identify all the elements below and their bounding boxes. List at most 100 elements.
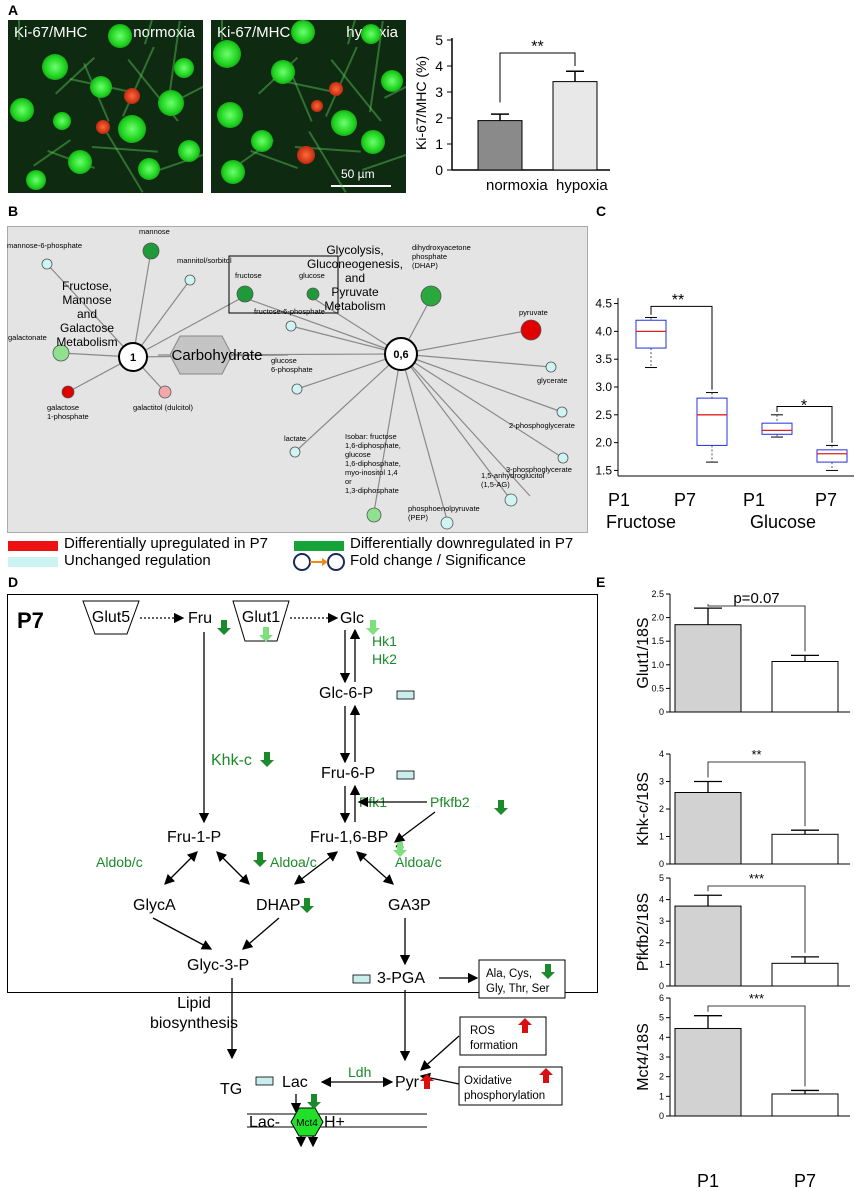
lac-export-label: Lac- [249, 1114, 280, 1131]
label-3-phosphoglycerate: 3-phosphoglycerate [506, 465, 572, 474]
dhap-to-glyc3p-arrow [242, 917, 280, 950]
mhc-cell [42, 54, 68, 80]
enzyme-khk-c: Khk-c [211, 752, 252, 769]
enzyme-hk1: Hk1 [372, 633, 397, 649]
label-mannose-6-phosphate: mannose-6-phosphate [7, 241, 82, 250]
label-pep: phosphoenolpyruvate [408, 504, 480, 513]
sig-label: p=0.07 [733, 590, 779, 607]
sig-label: *** [749, 991, 764, 1006]
sig-label: ** [751, 747, 761, 762]
label-pyruvate: pyruvate [519, 308, 548, 317]
label-galactose-1-phosphate: 1-phosphate [47, 412, 89, 421]
lac-unchanged-icon [255, 1076, 274, 1086]
hub-label: 0,6 [393, 349, 408, 361]
node-glyc-3-p: Glyc-3-P [187, 957, 249, 974]
fru16bp-dhap-arrow [293, 851, 339, 885]
network-edge [400, 353, 531, 497]
y-tick-label: 3.0 [595, 380, 612, 394]
ros-label: ROS [470, 1025, 495, 1037]
label-isobar: myo-inositol 1,4 [345, 468, 398, 477]
dhap-down-arrow-icon [300, 898, 314, 913]
micrograph-hypoxia: Ki-67/MHC hypoxia 50 µm [211, 20, 406, 193]
c-group-fructose: Fructose [606, 512, 677, 532]
legend-up: Differentially upregulated in P7 [64, 535, 269, 552]
node-3-phosphoglycerate [557, 452, 569, 464]
fructose-glucose-box [228, 255, 339, 314]
label-isobar: Isobar: fructose [345, 432, 397, 441]
y-tick-label: 0.5 [651, 683, 664, 693]
y-tick-label: 1.0 [651, 660, 664, 670]
y-tick-label: 2 [659, 1072, 664, 1082]
node-galactitol [158, 385, 172, 399]
y-tick-label: 5 [659, 1013, 664, 1023]
boxplot-chart: 1.52.02.53.03.54.04.5*** [595, 292, 854, 477]
node-mannose [142, 242, 160, 260]
sig-bracket-glucose [776, 405, 833, 443]
bar-P1 [674, 1027, 742, 1117]
bar-P7 [771, 833, 839, 865]
myofiber [122, 46, 155, 117]
legend-down-swatch [294, 541, 344, 551]
e-ylabel: Pfkfb2/18S [635, 893, 652, 971]
aa-down-arrow-icon [541, 964, 555, 979]
label-galactonate: galactonate [8, 333, 47, 342]
group-label-glycolysis: Gluconeogenesis, [307, 257, 403, 271]
label-lactate: lactate [284, 434, 306, 443]
c-group-glucose: Glucose [750, 512, 817, 532]
network-edge [46, 263, 134, 358]
e-x-label-p1: P1 [697, 1171, 719, 1191]
fru1p-glyca-arrow [164, 851, 198, 885]
pyr-up-arrow-icon [420, 1074, 434, 1089]
amino-acid-label: Ala, Cys, [486, 968, 532, 980]
y-tick-label: 3 [435, 84, 443, 100]
ros-to-pyr-arrow [420, 1035, 460, 1071]
khk-c-down-arrow-icon [260, 752, 274, 767]
legend-up-swatch [8, 541, 58, 551]
node-fru-1-p: Fru-1-P [167, 829, 221, 846]
mhc-cell [178, 140, 200, 162]
y-tick-label: 4 [435, 58, 443, 74]
group-label-fructose-metabolism: Mannose [62, 293, 112, 307]
node-dhap: DHAP [256, 897, 300, 914]
micrograph-normoxia: Ki-67/MHC normoxia [8, 20, 203, 193]
hub-glycolysis [384, 337, 418, 371]
y-tick-label: 2 [659, 938, 664, 948]
label-dhap: phosphate [412, 252, 447, 261]
node-3-pga: 3-PGA [377, 970, 425, 987]
fru16bp-ga3p-arrow [356, 851, 394, 885]
y-tick-label: 0 [659, 1111, 664, 1121]
glut5-transporter [82, 600, 140, 635]
carbohydrate-node [169, 335, 233, 375]
fold-change-icon [293, 553, 345, 571]
network-edge [400, 353, 552, 368]
box-2 [761, 422, 793, 435]
glut1-transporter [232, 600, 290, 642]
legend-unchanged-swatch [8, 557, 58, 567]
label-glucose-6-phosphate: glucose [271, 356, 297, 365]
mct4-label: Mct4 [296, 1118, 318, 1129]
y-tick-label: 1 [659, 1091, 664, 1101]
mhc-cell [158, 90, 184, 116]
box-0 [635, 319, 667, 349]
pathway-panel [7, 594, 598, 993]
node-lac: Lac [282, 1074, 308, 1091]
y-tick-label: 3 [659, 777, 664, 787]
label-isobar: 1,6-diphosphate, [345, 459, 401, 468]
c-x-p1-glc: P1 [743, 490, 766, 510]
network-edge [290, 325, 402, 355]
network-edge [400, 353, 563, 413]
legend-down: Differentially downregulated in P7 [350, 535, 574, 552]
y-tick-label: 5 [435, 32, 443, 48]
network-edge [132, 279, 191, 358]
pfkfb2-to-fru16bp-arrow [393, 811, 436, 843]
node-pep [440, 516, 454, 530]
y-tick-label: 0 [659, 981, 664, 991]
node-glucose-6-phosphate [291, 383, 303, 395]
y-tick-label: 3 [659, 1052, 664, 1062]
fru6p-unchanged-icon [396, 770, 415, 780]
y-tick-label: 0 [659, 859, 664, 869]
y-tick-label: 6 [659, 993, 664, 1003]
